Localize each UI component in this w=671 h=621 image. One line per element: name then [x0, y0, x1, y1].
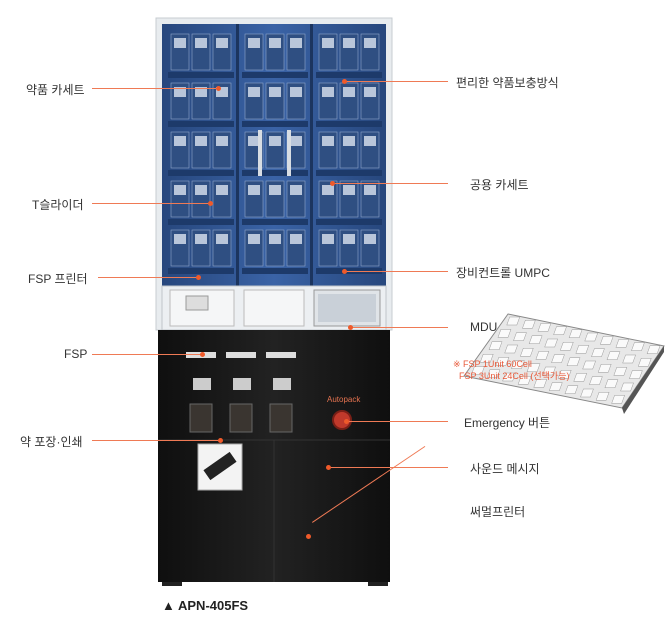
label-common-cassette: 공용 카세트 — [470, 178, 529, 192]
label-t-slider: T슬라이더 — [32, 198, 84, 212]
label-fsp: FSP — [64, 347, 88, 361]
label-umpc: 장비컨트롤 UMPC — [456, 266, 550, 280]
emergency-button — [332, 410, 352, 430]
mdu-cell — [488, 341, 503, 351]
mdu-cell — [620, 382, 634, 392]
mdu-cell — [613, 367, 628, 376]
model-caption: ▲ APN-405FS — [162, 598, 249, 613]
mdu-cell — [471, 366, 485, 375]
mdu-cell — [597, 363, 612, 373]
mdu-cell — [551, 354, 565, 363]
mdu-cell — [584, 332, 599, 342]
mdu-cell — [568, 329, 583, 339]
mdu-cell — [535, 351, 550, 360]
mdu-cell — [582, 360, 596, 370]
door-handle-right — [287, 130, 291, 176]
mdu-cell — [511, 360, 525, 369]
mdu-cell — [557, 369, 572, 379]
label-thermal: 써멀프린터 — [470, 505, 526, 519]
mdu-cell — [606, 351, 621, 361]
mdu-cell — [631, 342, 645, 351]
mdu-cell — [580, 388, 594, 398]
mdu-cell — [604, 379, 619, 389]
mdu-cell — [553, 326, 567, 335]
mdu-cell — [528, 335, 543, 345]
mdu-cell — [637, 357, 652, 367]
mdu-cell — [544, 338, 558, 348]
mdu-cell — [559, 341, 574, 351]
label-pack-print: 약 포장·인쇄 — [20, 435, 83, 449]
mdu-cell — [504, 344, 518, 354]
mdu-cell — [537, 323, 552, 332]
mdu-cell — [595, 391, 610, 401]
mdu-cell — [506, 316, 521, 326]
mdu-cell — [566, 357, 581, 367]
label-mdu: MDU — [470, 320, 498, 334]
mdu-cell — [573, 373, 588, 382]
mdu-cell — [479, 353, 494, 363]
mdu-cell — [513, 332, 527, 341]
mdu-cell — [502, 372, 516, 382]
mdu-cell — [526, 363, 541, 373]
mdu-cell — [622, 354, 636, 364]
mdu-cell — [548, 382, 563, 391]
label-easy-refill: 편리한 약품보충방식 — [456, 76, 559, 90]
mdu-cell — [611, 395, 625, 404]
label-cassette: 약품 카세트 — [26, 83, 85, 97]
mdu-tray — [463, 313, 665, 414]
mdu-cell — [517, 375, 532, 385]
mdu-cell — [520, 347, 534, 357]
brand-text: Autopack — [327, 395, 361, 404]
mdu-cell — [646, 345, 661, 355]
mdu-cell — [522, 319, 536, 329]
mdu-cell — [542, 366, 556, 376]
mdu-cell — [589, 376, 603, 385]
mdu-cell — [591, 348, 605, 357]
mdu-cell — [497, 329, 512, 338]
mdu-cell — [533, 379, 548, 388]
label-fsp-printer: FSP 프린터 — [28, 272, 88, 286]
label-sound: 사운드 메시지 — [470, 462, 540, 476]
mdu-cell — [629, 370, 643, 379]
cassette-grid — [168, 33, 382, 274]
mdu-cell — [599, 335, 614, 345]
mdu-cell — [575, 345, 590, 354]
door-handle-left — [258, 130, 262, 176]
mdu-cell — [564, 385, 579, 395]
mdu-cell — [486, 369, 501, 379]
mdu-cell — [495, 357, 510, 366]
mdu-note: ※ FSP 1Unit 60Cell FSP 3Unit 24Cell (선택가… — [453, 359, 570, 381]
label-emergency: Emergency 버튼 — [464, 416, 551, 430]
mdu-cell — [615, 339, 630, 348]
